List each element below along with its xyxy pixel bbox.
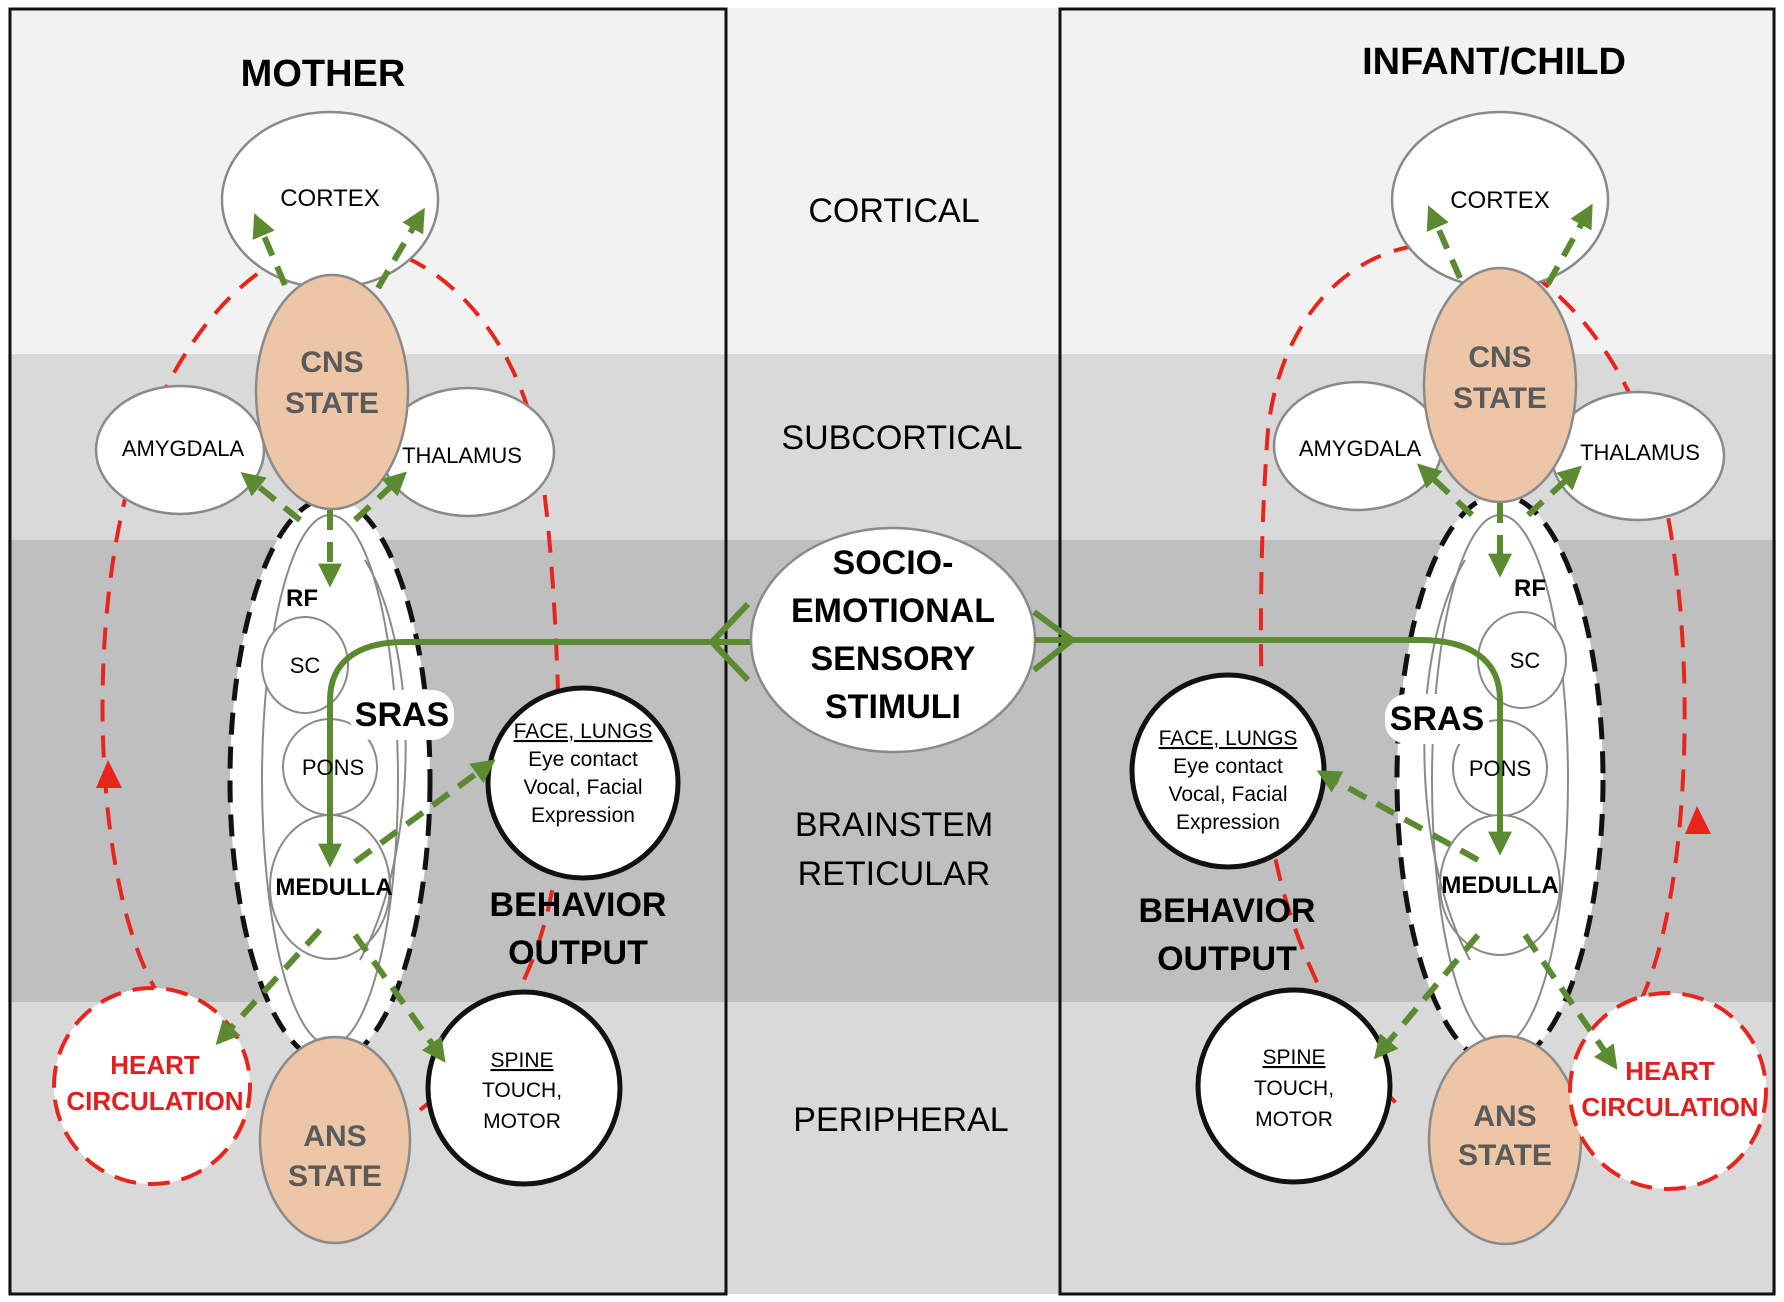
infant-face-title: FACE, LUNGS [1159, 727, 1298, 750]
infant-ans-label-2: STATE [1458, 1139, 1552, 1172]
stimuli-label-4: STIMULI [825, 688, 961, 726]
mother-ans-label-1: ANS [303, 1120, 366, 1153]
mother-spine-line1: TOUCH, [482, 1079, 562, 1102]
infant-red-arrowhead [1685, 806, 1711, 834]
level-label-reticular: RETICULAR [798, 855, 991, 893]
mother-arrow-to-heart [215, 927, 323, 1046]
infant-cortex-label: CORTEX [1450, 187, 1550, 214]
mother-arrow-to-cortex-left [252, 213, 288, 287]
stimuli-label-2: EMOTIONAL [791, 592, 995, 630]
infant-arrow-to-amygdala [1416, 463, 1475, 518]
stimuli-label-1: SOCIO- [833, 544, 954, 582]
infant-red-loop [1258, 241, 1687, 1114]
infant-spine-line2: MOTOR [1255, 1108, 1333, 1131]
mother-arrow-to-amygdala [240, 471, 302, 523]
infant-medulla-label: MEDULLA [1441, 872, 1558, 899]
infant-pons-label: PONS [1469, 756, 1531, 781]
infant-inner-curve [1423, 559, 1471, 961]
mother-red-arrowhead [96, 760, 122, 788]
mother-pons-label: PONS [302, 755, 364, 780]
mother-medulla-label: MEDULLA [275, 874, 392, 901]
infant-output-label: OUTPUT [1157, 940, 1297, 978]
mother-amygdala-label: AMYGDALA [122, 436, 245, 461]
mother-amygdala-ellipse [94, 384, 266, 516]
stimuli-label-3: SENSORY [810, 640, 975, 678]
infant-sras-label: SRAS [1390, 700, 1484, 738]
infant-arrow-to-cortex-left [1426, 205, 1463, 280]
infant-arrow-to-heart [1522, 933, 1618, 1070]
mother-output-label: OUTPUT [508, 934, 648, 972]
level-label-peripheral: PERIPHERAL [793, 1101, 1008, 1139]
mother-thalamus-label: THALAMUS [402, 443, 522, 468]
level-label-cortical: CORTICAL [808, 192, 979, 230]
infant-stimulus-fork [1032, 609, 1074, 673]
mother-title: MOTHER [241, 53, 406, 95]
mother-spine-line2: MOTOR [483, 1110, 561, 1133]
mother-red-loop [100, 240, 563, 1112]
infant-title: INFANT/CHILD [1362, 41, 1626, 83]
infant-cns-state-ellipse [1422, 266, 1578, 504]
mother-arrow-to-spine [352, 933, 446, 1063]
infant-thalamus-label: THALAMUS [1580, 440, 1700, 465]
mother-face-line2: Vocal, Facial [523, 776, 642, 799]
infant-cns-label-1: CNS [1468, 341, 1531, 374]
level-label-subcortical: SUBCORTICAL [781, 419, 1022, 457]
mother-cns-state-ellipse [254, 273, 410, 511]
infant-sc-label: SC [1510, 648, 1541, 673]
infant-behavior-label: BEHAVIOR [1139, 892, 1316, 930]
infant-heart-circle [1568, 991, 1768, 1191]
mother-stimulus-fork [709, 601, 752, 683]
infant-heart-label: HEART [1625, 1056, 1715, 1086]
infant-circulation-label: CIRCULATION [1581, 1092, 1758, 1122]
mother-arrow-to-cortex-right [375, 207, 425, 290]
mother-face-line1: Eye contact [528, 748, 638, 771]
infant-arrow-to-cortex-right [1545, 203, 1593, 286]
infant-spine-line1: TOUCH, [1254, 1077, 1334, 1100]
mother-heart-circle [52, 986, 252, 1186]
mother-panel-border [8, 7, 728, 1296]
infant-spine-circle [1195, 987, 1393, 1185]
mother-circulation-label: CIRCULATION [66, 1086, 243, 1116]
mother-sc-label: SC [290, 653, 321, 678]
infant-face-line1: Eye contact [1173, 755, 1283, 778]
infant-arrow-to-face [1316, 770, 1480, 863]
mother-face-title: FACE, LUNGS [514, 720, 653, 743]
infant-amygdala-label: AMYGDALA [1299, 436, 1422, 461]
mother-face-line3: Expression [531, 804, 635, 827]
infant-sras-label-bg [1385, 694, 1489, 744]
mother-sc-circle [261, 616, 349, 714]
mother-inner-curve [359, 559, 407, 961]
mother-cns-label-2: STATE [285, 387, 379, 420]
infant-spine-title: SPINE [1262, 1046, 1325, 1069]
infant-ans-label-1: ANS [1473, 1100, 1536, 1133]
mother-arrow-to-face [353, 759, 496, 865]
mother-spine-title: SPINE [490, 1049, 553, 1072]
mother-cortex-label: CORTEX [280, 185, 380, 212]
mother-ans-label-2: STATE [288, 1160, 382, 1193]
mother-behavior-label: BEHAVIOR [490, 886, 667, 924]
infant-cns-label-2: STATE [1453, 382, 1547, 415]
mother-heart-label: HEART [110, 1050, 200, 1080]
mother-cns-label-1: CNS [300, 346, 363, 379]
mother-stimulus-path [318, 639, 752, 868]
infant-rf-label: RF [1514, 575, 1546, 602]
mother-rf-label: RF [286, 585, 318, 612]
infant-arrow-to-spine [1373, 933, 1481, 1060]
infant-face-line2: Vocal, Facial [1168, 783, 1287, 806]
level-label-brainstem: BRAINSTEM [795, 806, 993, 844]
mother-arrow-to-thalamus [352, 471, 408, 523]
infant-stimulus-path [1035, 637, 1512, 856]
mother-sras-label: SRAS [355, 696, 449, 734]
infant-arrow-to-thalamus [1525, 465, 1583, 518]
mother-spine-circle [425, 989, 623, 1187]
infant-face-line3: Expression [1176, 811, 1280, 834]
mother-sras-label-bg [350, 690, 454, 740]
mother-ans-state-ellipse [258, 1035, 412, 1245]
